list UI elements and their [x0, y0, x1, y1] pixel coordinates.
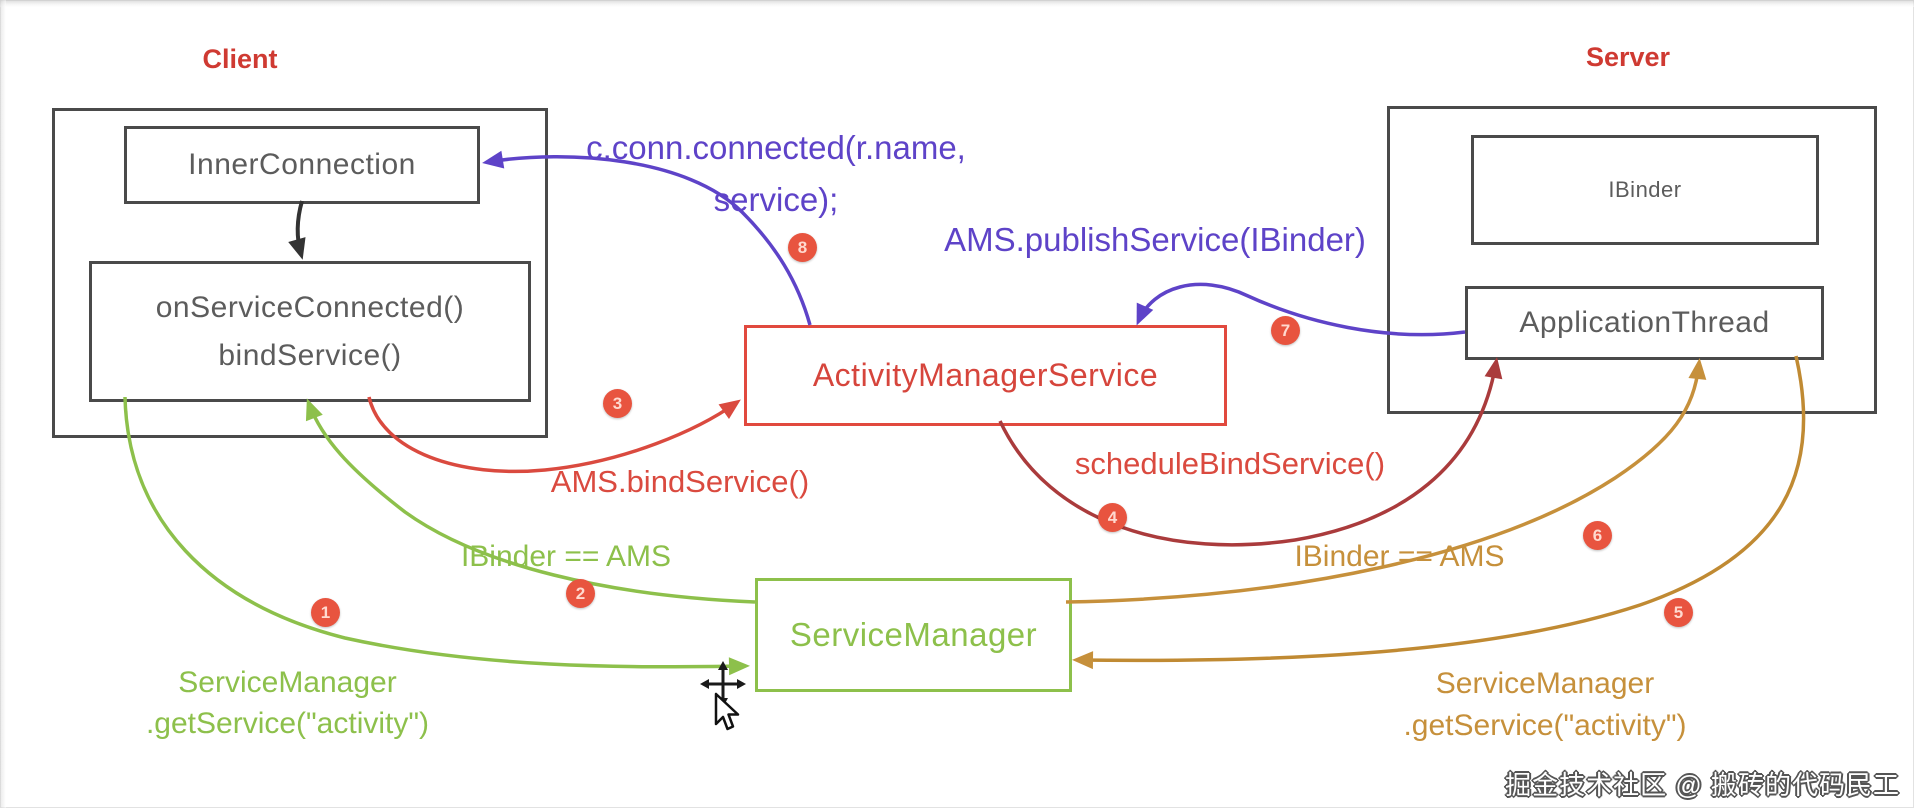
on-service-connected-box: onServiceConnected() bindService() — [89, 261, 531, 402]
getservice-right-label: ServiceManager .getService("activity") — [1360, 663, 1730, 747]
publish-service-label: AMS.publishService(IBinder) — [944, 221, 1366, 258]
getservice-left-line2: .getService("activity") — [145, 707, 430, 740]
move-cursor-icon — [700, 661, 746, 707]
conn-connected-line2: service); — [713, 181, 839, 218]
getservice-right-line2: .getService("activity") — [1403, 709, 1687, 742]
ams-bindservice-label: AMS.bindService() — [550, 464, 810, 499]
service-manager-box: ServiceManager — [755, 578, 1072, 692]
client-title: Client — [202, 44, 278, 74]
activity-manager-service-label: ActivityManagerService — [812, 357, 1159, 393]
application-thread-box: ApplicationThread — [1465, 286, 1824, 360]
getservice-right-line1: ServiceManager — [1435, 667, 1655, 700]
bind-service-label: bindService() — [218, 338, 402, 372]
step-badge-7: 7 — [1271, 316, 1300, 345]
server-title: Server — [1585, 42, 1671, 72]
step-badge-5: 5 — [1664, 598, 1693, 627]
step-badge-8: 8 — [788, 233, 817, 262]
schedule-bindservice-label: scheduleBindService() — [1074, 446, 1386, 481]
on-service-connected-label: onServiceConnected() — [155, 290, 465, 324]
activity-manager-service-box: ActivityManagerService — [744, 325, 1227, 426]
top-edge-artifact — [0, 0, 1914, 7]
inner-connection-box: InnerConnection — [124, 126, 480, 204]
step-badge-2: 2 — [566, 579, 595, 608]
application-thread-label: ApplicationThread — [1519, 306, 1770, 339]
ibinder-box: IBinder — [1471, 135, 1819, 245]
pointer-cursor-icon — [714, 692, 740, 731]
step-badge-3: 3 — [603, 389, 632, 418]
getservice-left-line1: ServiceManager — [178, 666, 397, 699]
getservice-left-label: ServiceManager .getService("activity") — [120, 662, 455, 744]
inner-connection-label: InnerConnection — [188, 148, 416, 181]
conn-connected-line1: c.conn.connected(r.name, — [586, 129, 966, 166]
ibinder-eq-ams-left-label: IBinder == AMS — [460, 540, 672, 573]
step-badge-4: 4 — [1098, 503, 1127, 532]
service-manager-label: ServiceManager — [789, 616, 1038, 653]
left-edge-artifact — [0, 0, 6, 808]
ibinder-label: IBinder — [1608, 177, 1682, 202]
conn-connected-label: c.conn.connected(r.name, service); — [556, 122, 996, 226]
step-badge-6: 6 — [1583, 521, 1612, 550]
watermark: 掘金技术社区 @ 搬砖的代码民工 — [1505, 770, 1900, 800]
ibinder-eq-ams-right-label: IBinder == AMS — [1294, 540, 1505, 573]
step-badge-1: 1 — [311, 598, 340, 627]
